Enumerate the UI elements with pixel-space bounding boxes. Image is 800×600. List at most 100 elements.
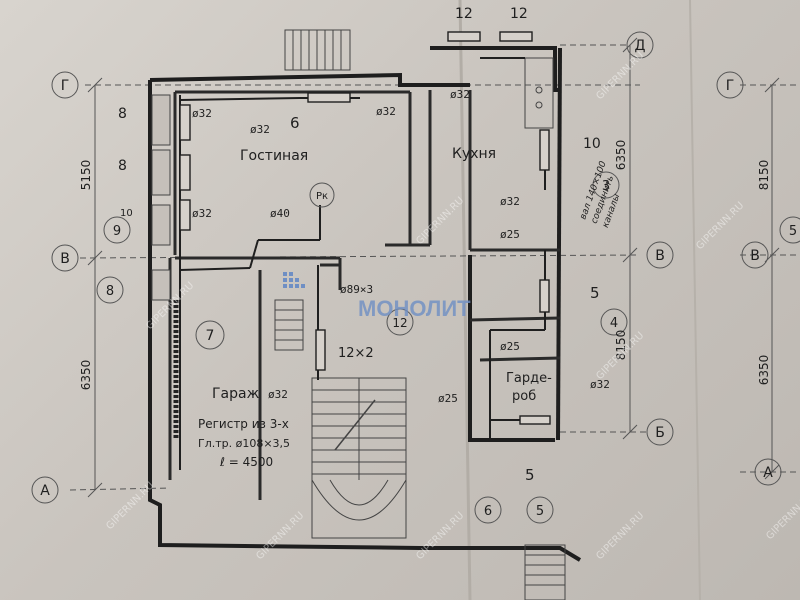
stair-size-label: 12×2 [338,346,374,361]
room-number: 12 [455,6,473,22]
kitchen-stove [524,57,554,129]
bubble-number: 12 [392,316,407,330]
axis-v-far-bubble [741,241,769,269]
axis-v-right-bubble [646,241,674,269]
axis-a-bubble [31,476,59,504]
pipe-label: ø32 [590,378,610,391]
dimension-right-bottom: 8150 [614,330,628,361]
room-number: 5 [590,284,600,302]
dimension-right-top: 6350 [614,140,628,171]
stairs-top [284,29,351,71]
radiator [447,31,481,42]
axis-b-label: Б [655,425,665,441]
radiator [315,329,326,371]
bubble-number: 6 [484,504,492,519]
radiator [539,279,550,313]
register-note-line3: ℓ = 4500 [219,455,273,469]
watermark: GIPERNN.RU [414,195,466,247]
pipe-label: ø32 [250,123,270,136]
pipe-label: ø32 [192,207,212,220]
right-dimension-chain [622,37,638,440]
room-number: 8 [118,106,127,122]
main-stairs [311,377,407,539]
room-number: 10 [120,208,133,219]
bubble-number: 5 [789,224,797,239]
axis-v-right-label: В [655,248,665,264]
bubble-number: 7 [206,328,215,344]
axis-v-far-label: В [750,248,760,264]
watermark-logo: МОНОЛИТ [358,296,471,321]
radiator [499,31,533,42]
axis-a-label: A [40,483,50,499]
axis-a-far-bubble [754,458,782,486]
room-number: 5 [525,466,535,484]
small-stairs [274,299,304,351]
radiator [179,154,191,191]
bubble-number: 4 [610,316,618,331]
bubble-number: 9 [113,224,121,239]
radiator [539,129,550,171]
paper-fold [458,0,472,600]
axis-g-bubble [51,71,79,99]
register-note-line2: Гл.тр. ø108×3,5 [198,437,290,450]
axis-g-label: Г [61,78,70,94]
watermark: GIPERNN.RU [414,510,466,562]
room-living-label: Гостиная [240,148,308,164]
axis-v-bubble [51,244,79,272]
room-wardrobe-label-2: роб [512,389,536,404]
radiators [179,31,551,425]
dimension-far-top: 8150 [757,160,771,191]
left-dimension-chain [87,77,103,498]
radiator [519,415,551,425]
watermark: GIPERNN.RU [694,200,746,252]
register-note-line1: Регистр из 3-х [198,417,289,431]
paper-fold [689,0,701,600]
heating-pipes [179,57,550,470]
room-number: 8 [118,158,127,174]
watermark: GIPERNN.RU [594,510,646,562]
axis-v-label: В [60,251,70,267]
room-number: 6 [290,114,300,132]
pipe-label: ø32 [192,107,212,120]
room-number: 12 [510,6,528,22]
room-number: 10 [583,136,601,152]
watermark: GIPERNN.RU [104,480,156,532]
pipe-label: ø89×3 [340,283,373,296]
dimension-left-top: 5150 [79,160,93,191]
axis-d-bubble [626,31,654,59]
pipe-label: ø25 [500,228,520,241]
outer-walls [148,46,582,562]
axis-b-bubble [646,418,674,446]
dimension-far-bottom: 6350 [757,355,771,386]
pipe-label: ø25 [438,392,458,405]
interior-walls [168,90,561,500]
radiator [307,92,351,103]
bubble-number: 3 [602,179,610,194]
axis-d-label: Д [635,38,646,54]
axis-a-far-label: A [763,465,773,481]
axis-lines [69,44,800,491]
bubble-number: 8 [106,284,114,299]
bubble-number: 5 [536,504,544,519]
watermark: GIPERNN.RU [764,490,800,542]
pipe-label: ø40 [270,207,290,220]
watermark: GIPERNN.RU [254,510,306,562]
axis-g-far-label: Г [726,78,735,94]
pipe-label: ø32 [376,105,396,118]
room-kitchen-label: Кухня [452,146,496,162]
windows-left [151,94,171,301]
pipe-label: ø32 [268,388,288,401]
dimension-left-bottom: 6350 [79,360,93,391]
pipe-label: ø32 [450,88,470,101]
radiator [179,199,191,231]
monolit-logo: МОНОЛИТ [283,272,471,321]
stairs-bottom [524,544,566,600]
watermark: GIPERNN.RU [594,50,646,102]
room-bubbles [96,171,800,524]
axis-bubbles [31,31,782,504]
bubble-number: Рк [316,191,328,202]
radiator [179,104,191,141]
axis-g-far-bubble [716,71,744,99]
